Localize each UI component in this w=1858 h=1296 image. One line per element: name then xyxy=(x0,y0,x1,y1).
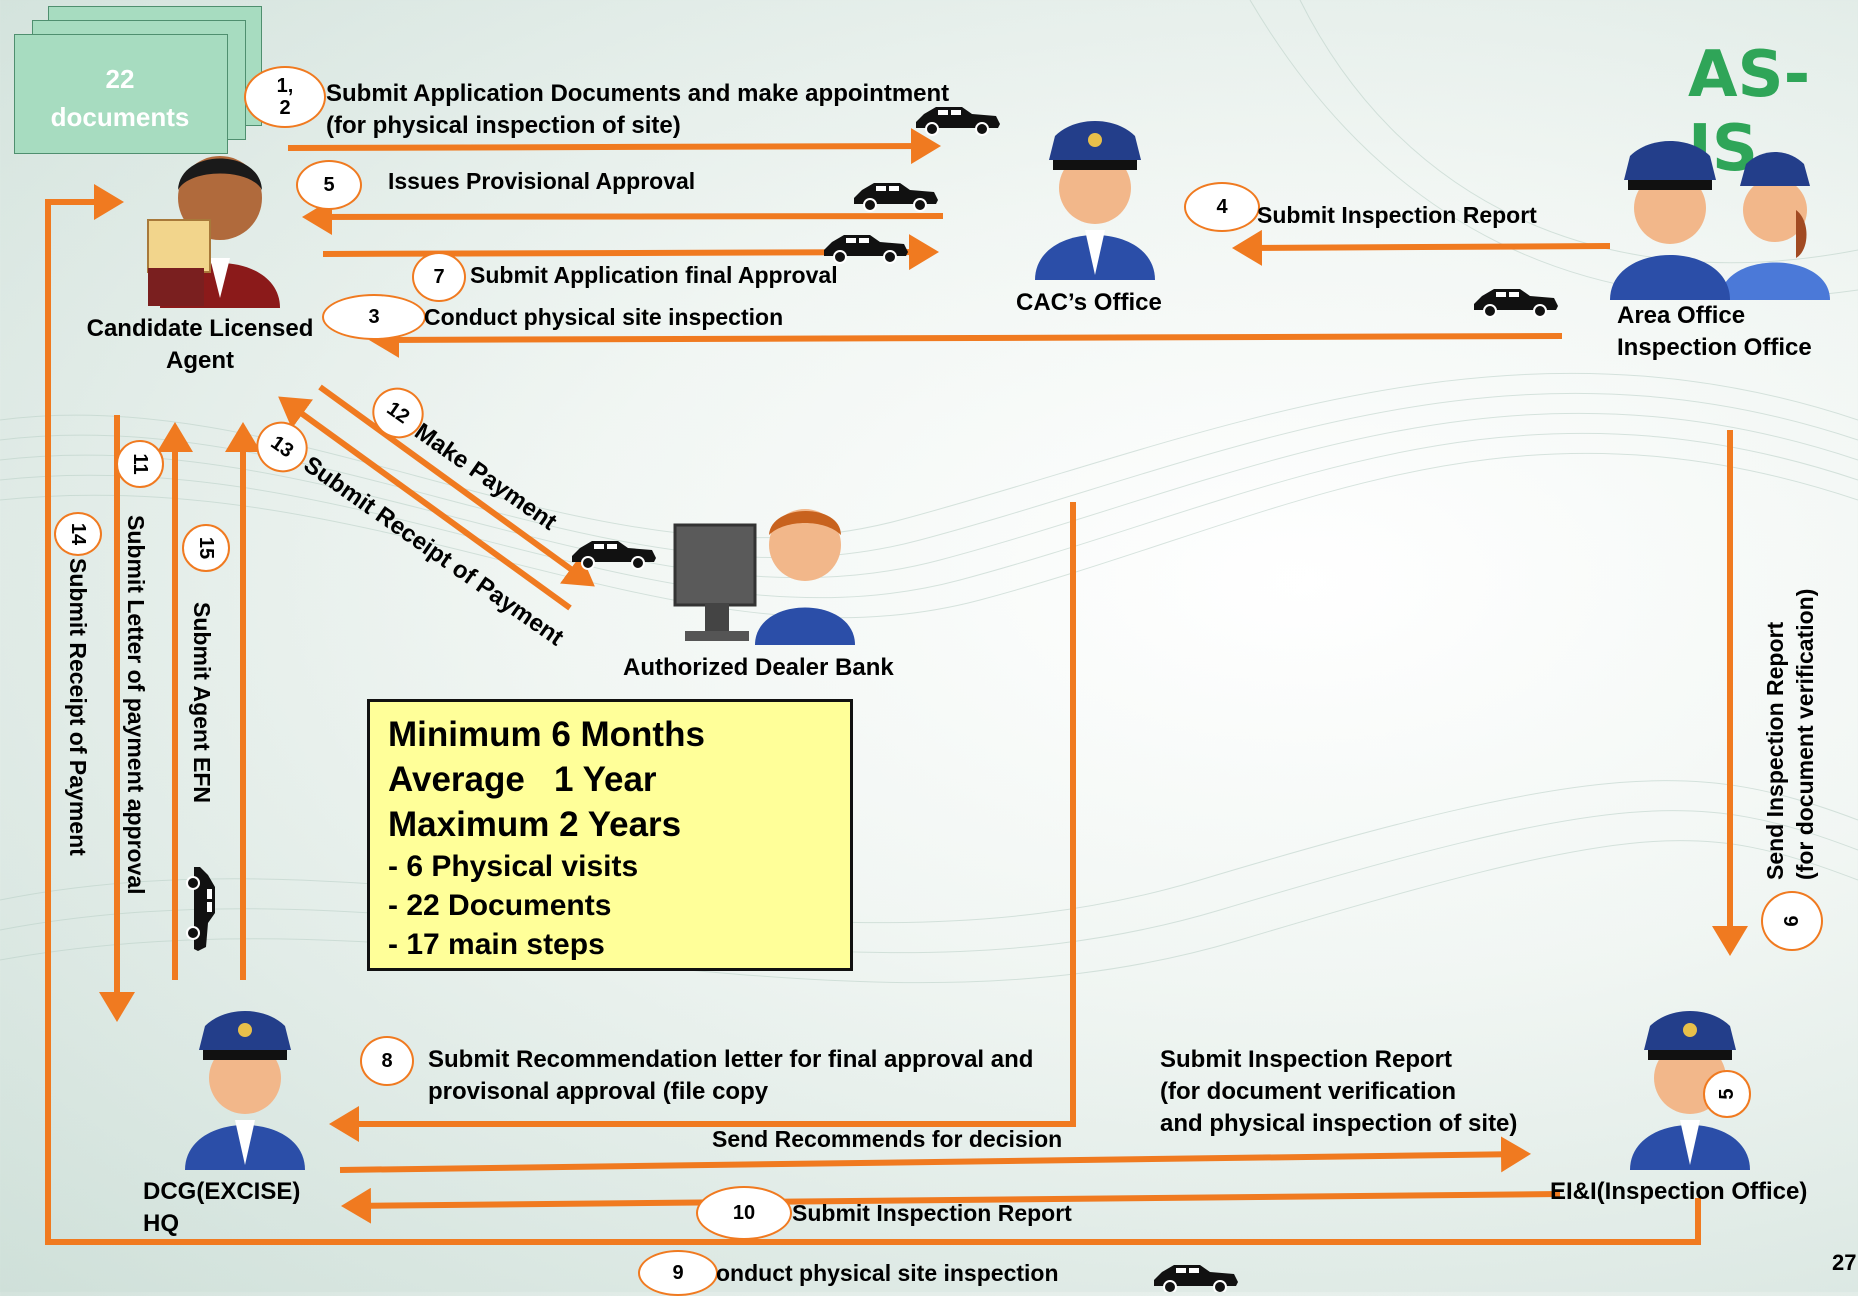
step-badge-10: 10 xyxy=(696,1186,792,1240)
arrow-step-4 xyxy=(1232,229,1611,266)
eii-badge: 5 xyxy=(1703,1070,1751,1118)
step-badge-14: 14 xyxy=(54,512,102,556)
step-badge-6: 6 xyxy=(1761,891,1823,951)
step-1-2-text: Submit Application Documents and make ap… xyxy=(326,80,950,139)
step-badge-1-2: 1, 2 xyxy=(244,66,326,128)
step-11-text: Submit Letter of payment approval xyxy=(123,515,149,895)
step-5-text: Issues Provisional Approval xyxy=(388,168,696,194)
cac-office-label: CAC’s Office xyxy=(1016,289,1162,316)
summary-box: Minimum 6 Months Average 1 Year Maximum … xyxy=(367,699,853,971)
car-icon xyxy=(1153,1264,1239,1292)
summary-avg: Average 1 Year xyxy=(388,760,657,799)
page-number: 27 xyxy=(1832,1250,1857,1275)
bank-label: Authorized Dealer Bank xyxy=(623,654,894,681)
step-9-text: onduct physical site inspection xyxy=(716,1260,1059,1286)
car-icon xyxy=(853,182,939,212)
step-badge-11: 11 xyxy=(116,440,164,488)
summary-steps: - 17 main steps xyxy=(388,928,605,961)
step-badge-9: 9 xyxy=(638,1250,718,1296)
step-badge-7: 7 xyxy=(412,252,466,302)
send-recommends-text: Send Recommends for decision xyxy=(712,1126,1063,1152)
step-8-text: Submit Recommendation letter for final a… xyxy=(428,1046,1034,1105)
step-badge-8: 8 xyxy=(360,1036,414,1086)
arrow-step-14 xyxy=(45,184,1701,1245)
step-4-text: Submit Inspection Report xyxy=(1257,202,1537,228)
documents-count: 22 xyxy=(105,64,135,94)
cac-officer-icon xyxy=(1035,121,1155,280)
step-6-text: Send Inspection Report(for document veri… xyxy=(1762,588,1818,880)
area-office-officers-icon xyxy=(1610,141,1830,300)
step-15-text: Submit Agent EFN xyxy=(189,602,215,804)
arrow-step-13 xyxy=(278,396,572,611)
dcg-label: DCG(EXCISE)HQ xyxy=(143,1178,301,1237)
step-badge-15: 15 xyxy=(182,524,230,572)
summary-visits: - 6 Physical visits xyxy=(388,850,639,883)
step-7-text: Submit Application final Approval xyxy=(470,262,838,288)
arrow-send-recommends xyxy=(339,1136,1531,1173)
arrow-step-5 xyxy=(302,198,944,235)
step-3-text: Conduct physical site inspection xyxy=(424,304,784,330)
eii-label: EI&I(Inspection Office) xyxy=(1550,1178,1808,1205)
car-icon xyxy=(571,540,657,570)
arrow-step-3 xyxy=(369,321,1563,358)
documents-label: documents xyxy=(50,102,190,132)
step-badge-3: 3 xyxy=(322,294,426,340)
arrow-step-10 xyxy=(341,1187,1561,1224)
arrow-step-12 xyxy=(318,384,595,587)
inspection-report-text: Submit Inspection Report(for document ve… xyxy=(1160,1046,1518,1137)
summary-max: Maximum 2 Years xyxy=(388,805,682,844)
dcg-officer-icon xyxy=(185,1011,305,1170)
car-icon xyxy=(186,866,216,952)
step-badge-5: 5 xyxy=(296,160,362,210)
step-14-text: Submit Receipt of Payment xyxy=(65,558,91,856)
arrow-step-1-2 xyxy=(287,128,941,165)
agent-icon xyxy=(147,156,280,308)
car-icon xyxy=(823,234,909,264)
step-badge-4: 4 xyxy=(1184,182,1260,232)
car-icon xyxy=(1473,288,1559,318)
step-10-text: Submit Inspection Report xyxy=(792,1200,1072,1226)
summary-docs: - 22 Documents xyxy=(388,889,612,922)
bank-teller-icon xyxy=(673,509,855,645)
arrow-step-8 xyxy=(329,502,1076,1142)
summary-min: Minimum 6 Months xyxy=(388,715,705,754)
